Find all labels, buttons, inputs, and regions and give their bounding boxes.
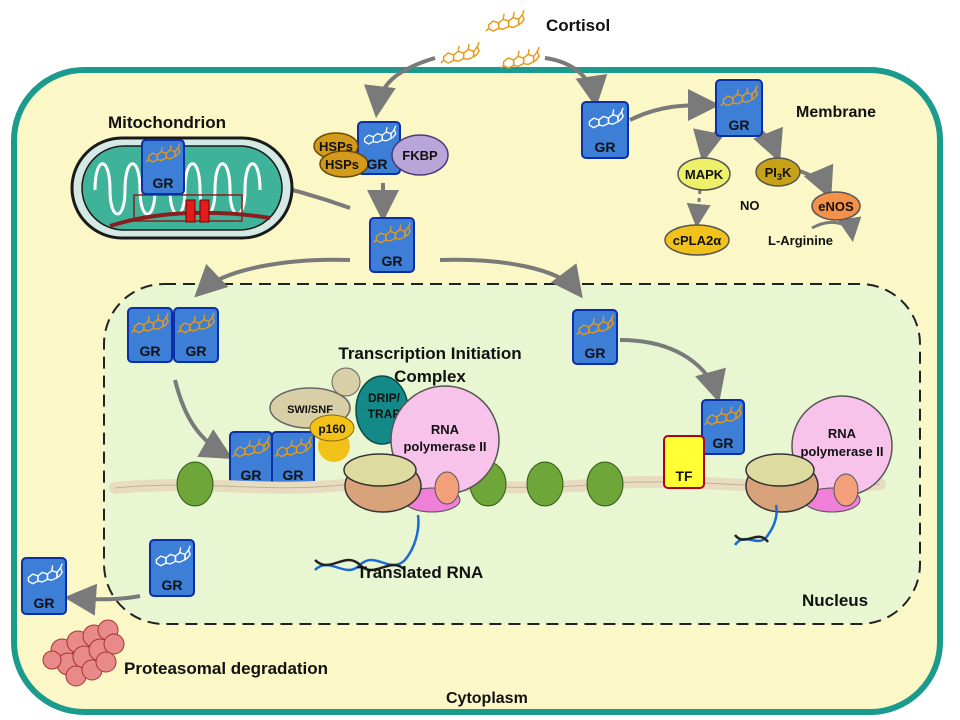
trap-label: TRAP — [368, 407, 401, 421]
hsp-complex: HSPs HSPs GR FKBP — [313, 132, 449, 178]
proteasome — [42, 619, 125, 687]
fkbp-label: FKBP — [402, 148, 438, 163]
gr-mito: GR — [141, 139, 185, 195]
gr-membrane-2: GR — [715, 79, 763, 137]
mitochondrion-label: Mitochondrion — [108, 113, 226, 132]
translated-rna-label: Translated RNA — [357, 563, 484, 582]
membrane-signaling: MAPK PI3K eNOS cPLA2α NO L-Arginine — [664, 157, 861, 256]
gr-receptors: GR GR GR GR GR GR — [21, 79, 763, 615]
rna-helix-right — [733, 504, 778, 546]
proteasomal-label: Proteasomal degradation — [124, 659, 328, 678]
svg-text:GR: GR — [153, 175, 174, 191]
cytoplasm-label: Cytoplasm — [446, 690, 528, 707]
pi3k-label: PI3K — [765, 165, 792, 182]
gr-dna-dimer-a: GR — [229, 431, 273, 487]
membrane-label: Membrane — [796, 104, 876, 121]
l-arginine-label: L-Arginine — [768, 233, 833, 248]
gr-nuclear-monomer: GR — [572, 309, 618, 365]
no-label: NO — [740, 198, 760, 213]
gr-membrane-1: GR — [581, 101, 629, 159]
drip-label: DRIP/ — [368, 391, 401, 405]
hsps-label-2: HSPs — [325, 157, 359, 172]
rna-pol-right-line2: polymerase II — [800, 444, 883, 459]
rna-helix-left — [314, 514, 420, 572]
svg-text:GR: GR — [241, 467, 262, 483]
gr-dna-dimer-b: GR — [271, 431, 315, 487]
gr-tf-partner: GR — [701, 399, 745, 455]
gr-nuclear-dimer-b: GR — [173, 307, 219, 363]
cortisol-label: Cortisol — [546, 16, 610, 35]
svg-text:GR: GR — [140, 343, 161, 359]
transcription-complex-left: SWI/SNF DRIP/ TRAP p160 RNA polymerase I… — [269, 367, 500, 513]
transcription-complex-right: TF RNA polymerase II — [663, 395, 893, 513]
swi-snf-label: SWI/SNF — [287, 404, 333, 416]
hsps-label-1: HSPs — [319, 139, 353, 154]
svg-text:GR: GR — [382, 253, 403, 269]
svg-text:GR: GR — [585, 345, 606, 361]
enos-label: eNOS — [818, 199, 854, 214]
gr-nuclear-dimer-a: GR — [127, 307, 173, 363]
cpla2-label: cPLA2α — [673, 233, 721, 248]
tf-label: TF — [675, 468, 693, 484]
rna-pol-left-line2: polymerase II — [403, 439, 486, 454]
svg-text:GR: GR — [595, 139, 616, 155]
mapk-label: MAPK — [685, 167, 724, 182]
p160-label: p160 — [318, 422, 346, 436]
svg-text:GR: GR — [186, 343, 207, 359]
svg-text:GR: GR — [713, 435, 734, 451]
svg-text:GR: GR — [283, 467, 304, 483]
gr-exported: GR — [149, 539, 195, 597]
tic-label-line1: Transcription Initiation — [338, 344, 521, 363]
gr-degraded: GR — [21, 557, 67, 615]
rna-pol-left-line1: RNA — [431, 422, 460, 437]
nucleus-label: Nucleus — [802, 591, 868, 610]
gr-cytoplasm: GR — [369, 217, 415, 273]
tic-label-line2: Complex — [394, 367, 466, 386]
gr-hsp-label: GR — [367, 156, 388, 172]
svg-text:GR: GR — [34, 595, 55, 611]
svg-text:GR: GR — [729, 117, 750, 133]
rna-pol-right-line1: RNA — [828, 426, 857, 441]
svg-text:GR: GR — [162, 577, 183, 593]
cortisol-molecules — [440, 9, 540, 69]
